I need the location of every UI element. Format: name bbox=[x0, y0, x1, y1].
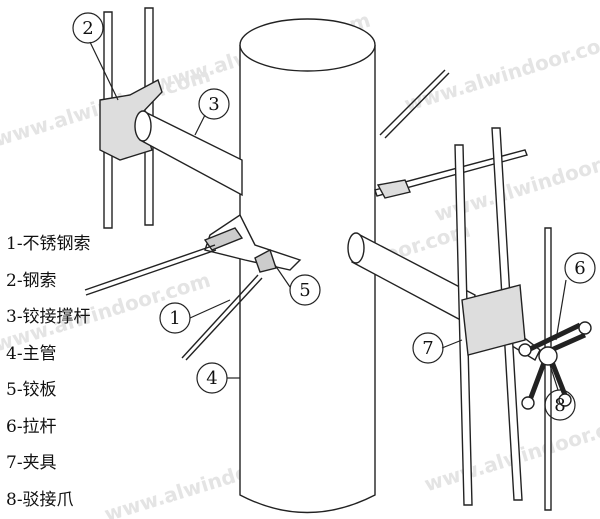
callout-2: 2 bbox=[82, 18, 93, 39]
main-tube bbox=[239, 18, 376, 514]
callout-4: 4 bbox=[206, 368, 217, 389]
callout-1: 1 bbox=[169, 308, 180, 329]
legend-item: 2-钢索 bbox=[6, 270, 57, 291]
stainless-cable bbox=[84, 244, 263, 361]
hinged-strut-left bbox=[134, 110, 243, 197]
spider-fitting bbox=[518, 321, 592, 410]
legend-item: 5-铰板 bbox=[6, 380, 57, 400]
callout-5: 5 bbox=[299, 280, 310, 301]
tie-rod bbox=[544, 227, 552, 511]
legend-item: 3-铰接撑杆 bbox=[6, 307, 91, 327]
callout-8: 8 bbox=[554, 395, 565, 416]
callout-7: 7 bbox=[422, 338, 433, 359]
right-upper-cable bbox=[374, 149, 528, 199]
legend-item: 1-不锈钢索 bbox=[6, 234, 91, 254]
legend-item: 7-夹具 bbox=[6, 453, 57, 473]
legend-item: 6-拉杆 bbox=[6, 416, 57, 437]
callout-3: 3 bbox=[208, 94, 219, 115]
legend-item: 4-主管 bbox=[6, 343, 57, 364]
hinge-plate bbox=[203, 213, 302, 273]
legend-item: 8-驳接爪 bbox=[6, 489, 74, 510]
callout-6: 6 bbox=[574, 258, 585, 279]
back-cable bbox=[379, 69, 450, 139]
legend: 1-不锈钢索 2-钢索 3-铰接撑杆 4-主管 5-铰板 6-拉杆 7-夹具 8… bbox=[6, 232, 91, 519]
right-steel-rods bbox=[454, 127, 526, 506]
